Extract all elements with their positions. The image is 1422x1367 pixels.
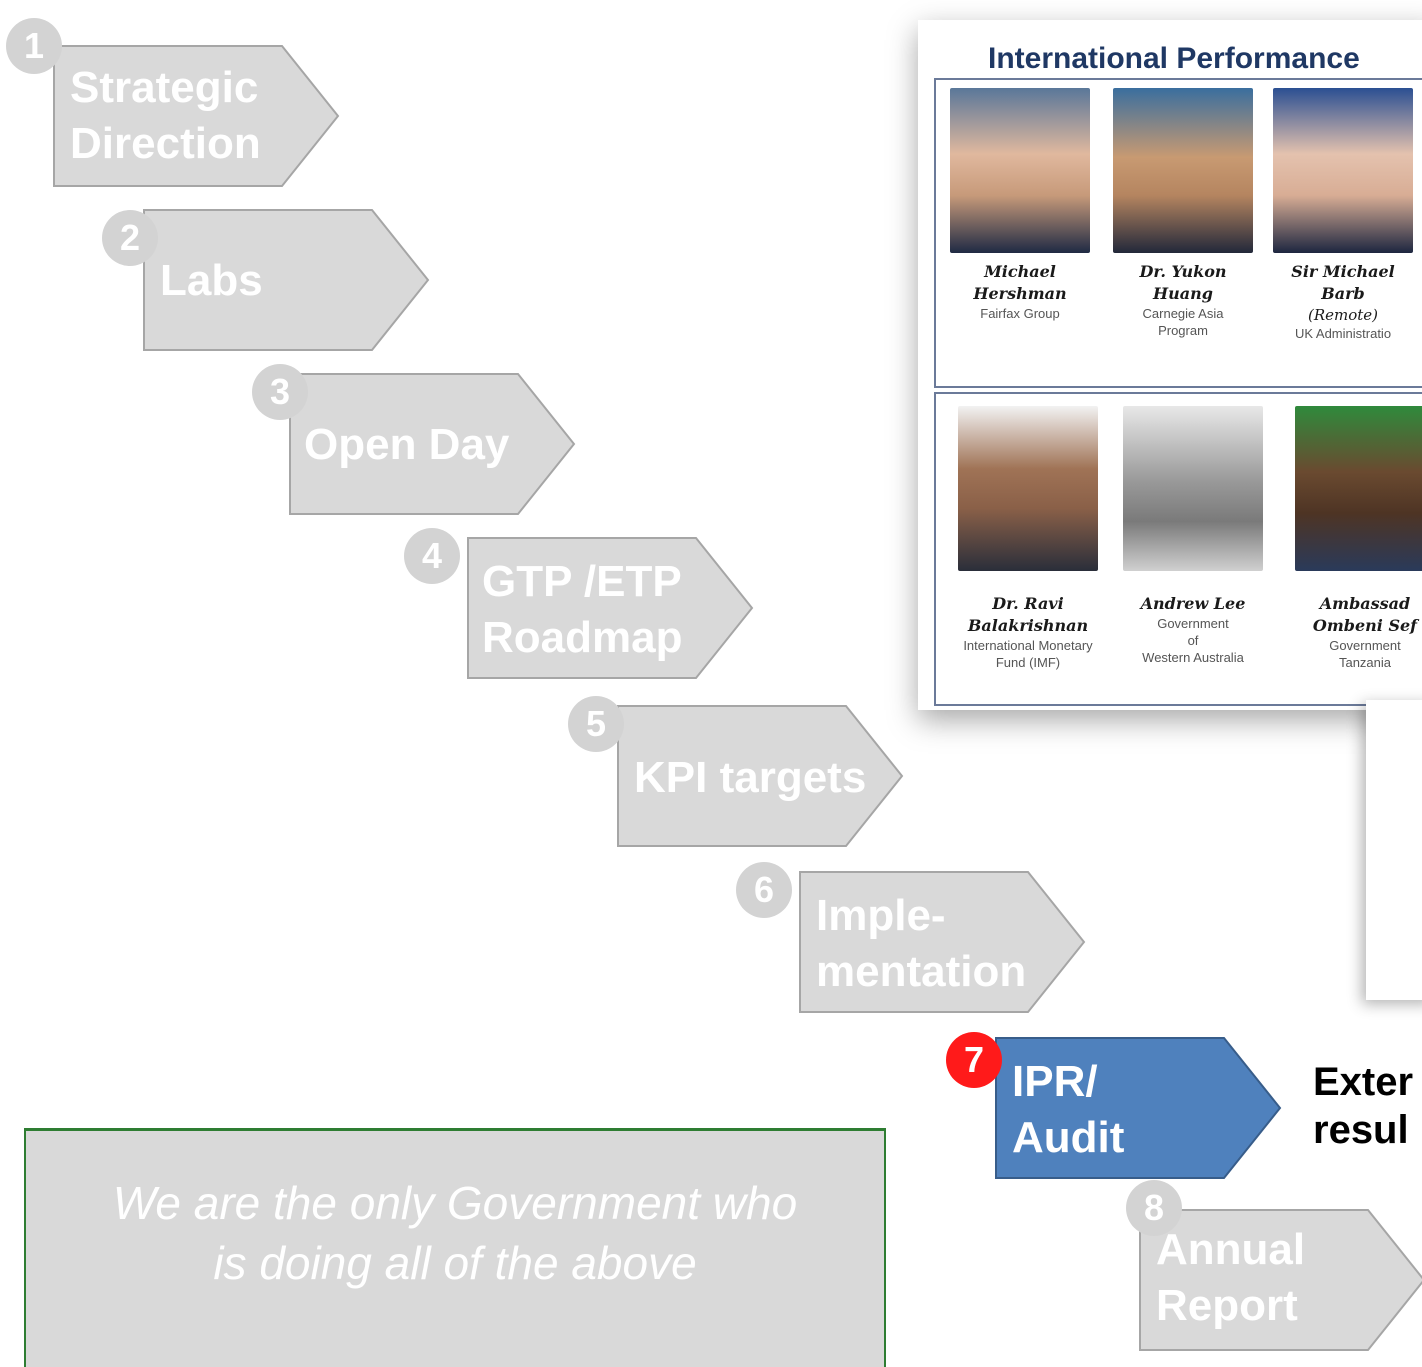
chevron-polygon [53, 45, 340, 187]
step-number-badge: 8 [1126, 1180, 1182, 1236]
step-7-ipr-audit: IPR/ Audit [994, 1036, 1284, 1180]
step-2-labs: Labs [142, 208, 432, 352]
advisor-card: Andrew Lee Government of Western Austral… [1118, 406, 1268, 666]
chevron-shape [617, 705, 904, 847]
step-label: KPI targets [634, 753, 867, 802]
chevron-shape [467, 537, 754, 679]
step-5-kpi-targets: KPI targets [616, 704, 906, 848]
advisor-name: Ambassad Ombeni Sef [1312, 594, 1418, 635]
advisor-organization: Government Tanzania [1329, 638, 1401, 670]
step-3-open-day: Open Day [288, 372, 578, 516]
advisor-name: Andrew Lee [1140, 594, 1246, 613]
advisor-name: Dr. Yukon Huang [1139, 262, 1227, 303]
step-number-badge: 3 [252, 364, 308, 420]
quote-text: We are the only Government who is doing … [112, 1177, 798, 1289]
advisor-note: (Remote) [1307, 306, 1379, 324]
step-label: GTP /ETP Roadmap [482, 557, 683, 662]
advisor-card: Dr. Yukon Huang Carnegie Asia Program [1108, 88, 1258, 339]
advisor-photo [950, 88, 1090, 253]
advisor-photo [958, 406, 1098, 571]
advisor-group-row-2 [934, 392, 1422, 706]
chevron-shape [53, 45, 340, 187]
chevron-shape [799, 871, 1086, 1013]
advisor-photo [1273, 88, 1413, 253]
step-label: Imple- mentation [816, 891, 1027, 996]
step-label: IPR/ Audit [1012, 1057, 1125, 1162]
external-results-text: Exter resul [1313, 1060, 1414, 1152]
chevron-polygon [617, 705, 904, 847]
advisor-name: Michael Hershman [973, 262, 1067, 303]
step-number-badge: 6 [736, 862, 792, 918]
advisor-photo [1295, 406, 1422, 571]
advisor-organization: Fairfax Group [980, 306, 1060, 321]
step-6-implementation: Imple- mentation [798, 870, 1088, 1014]
advisor-card: Michael Hershman Fairfax Group [945, 88, 1095, 322]
panel-title: International Performance [988, 42, 1360, 75]
advisor-organization: Carnegie Asia Program [1142, 306, 1224, 338]
chevron-polygon [289, 373, 576, 515]
international-performance-panel: International Performance Michael Hershm… [918, 20, 1422, 710]
chevron-polygon [143, 209, 430, 351]
chevron-shape [289, 373, 576, 515]
step-label: Annual Report [1156, 1225, 1306, 1330]
advisor-organization: International Monetary Fund (IMF) [963, 638, 1093, 670]
advisor-card: Ambassad Ombeni Sef Government Tanzania [1290, 406, 1422, 671]
chevron-shape-active [995, 1037, 1282, 1179]
advisor-organization: Government of Western Australia [1142, 616, 1244, 665]
chevron-shape [143, 209, 430, 351]
chevron-polygon [1139, 1209, 1422, 1351]
advisor-group-row-1 [934, 78, 1422, 388]
step-number-badge: 5 [568, 696, 624, 752]
overlapping-card [1366, 700, 1422, 1000]
chevron-polygon [799, 871, 1086, 1013]
chevron-polygon [467, 537, 754, 679]
step-number-badge: 1 [6, 18, 62, 74]
step-number-badge: 4 [404, 528, 460, 584]
advisor-card: Sir Michael Barb (Remote) UK Administrat… [1268, 88, 1418, 342]
step-number-badge: 7 [946, 1032, 1002, 1088]
advisor-name: Sir Michael Barb [1291, 262, 1395, 303]
advisor-card: Dr. Ravi Balakrishnan International Mone… [953, 406, 1103, 671]
step-label: Strategic Direction [70, 63, 261, 168]
chevron-polygon [995, 1037, 1282, 1179]
step-1-strategic-direction: Strategic Direction [52, 44, 342, 188]
quote-box: We are the only Government who is doing … [24, 1128, 886, 1367]
advisor-name: Dr. Ravi Balakrishnan [967, 594, 1089, 635]
advisor-photo [1123, 406, 1263, 571]
step-label: Open Day [304, 420, 510, 469]
advisor-organization: UK Administratio [1294, 326, 1392, 341]
step-label: Labs [160, 256, 263, 305]
chevron-shape [1139, 1209, 1422, 1351]
advisor-photo [1113, 88, 1253, 253]
step-4-gtp-etp-roadmap: GTP /ETP Roadmap [466, 536, 756, 680]
step-8-annual-report: Annual Report [1138, 1208, 1422, 1352]
step-number-badge: 2 [102, 210, 158, 266]
